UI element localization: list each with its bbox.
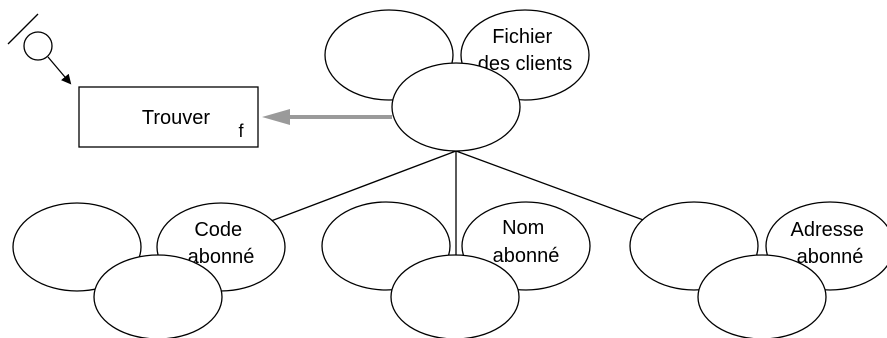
- adresse-ellipse-bottom: [697, 254, 827, 338]
- root-to-action-arrow: [262, 109, 392, 125]
- action-box-label: Trouver: [142, 107, 211, 129]
- adresse-label-line-1: Adresse: [791, 219, 864, 241]
- nom-label-line-1: Nom: [502, 217, 544, 239]
- action-box-sub-label: f: [238, 121, 244, 141]
- grey-arrow-head: [262, 109, 290, 125]
- root-label-line-1: Fichier: [492, 26, 552, 48]
- root-label-line-2: des clients: [478, 53, 573, 75]
- attribute-code-abonne: Code abonné: [12, 202, 286, 338]
- nom-ellipse-bottom: [390, 254, 520, 338]
- code-label: Code abonné: [188, 219, 255, 268]
- trigger-arrow: [47, 56, 72, 85]
- nom-label-line-2: abonné: [493, 245, 560, 267]
- tree-connectors: [233, 150, 685, 258]
- code-label-line-2: abonné: [188, 246, 255, 268]
- attribute-nom-abonne: Nom abonné: [321, 201, 591, 338]
- nom-label: Nom abonné: [493, 217, 560, 267]
- root-ellipse-bottom: [391, 62, 521, 152]
- root-object: Fichier des clients: [324, 9, 590, 152]
- root-label: Fichier des clients: [478, 26, 573, 75]
- code-ellipse-left: [12, 202, 142, 292]
- action-box-rect: [78, 86, 259, 148]
- trigger-slash: [7, 13, 39, 45]
- code-ellipse-bottom: [93, 254, 223, 338]
- trigger-circle: [23, 31, 53, 61]
- action-box: Trouver f: [78, 86, 259, 148]
- event-trigger-symbol: [7, 13, 72, 85]
- code-label-line-1: Code: [194, 219, 242, 241]
- attribute-adresse-abonne: Adresse abonné: [629, 201, 887, 338]
- adresse-label: Adresse abonné: [791, 219, 870, 268]
- adresse-label-line-2: abonné: [797, 246, 864, 268]
